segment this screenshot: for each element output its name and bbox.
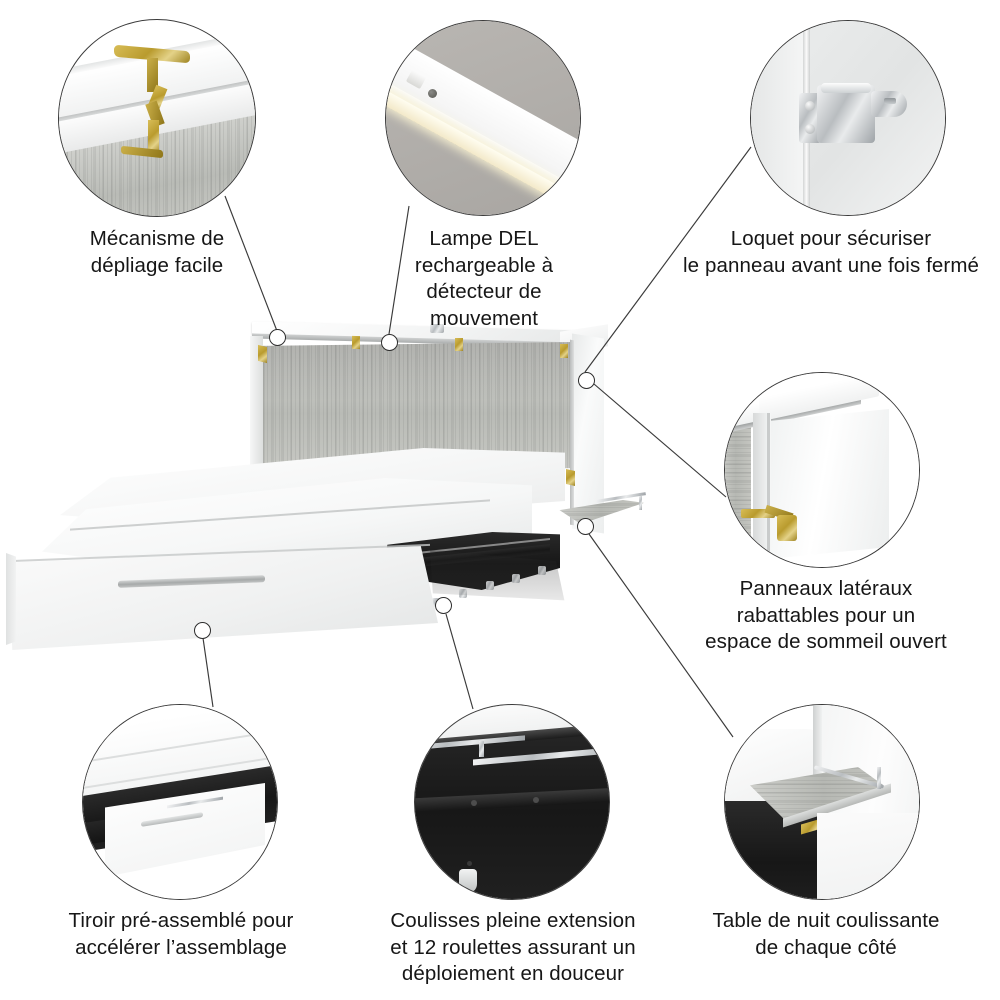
- detail-bubble-drawer[interactable]: [82, 704, 278, 900]
- panel-left-face: [751, 21, 803, 215]
- led-lamp-icon: [430, 324, 444, 333]
- marker-drawer[interactable]: [194, 622, 211, 639]
- marker-folding-mechanism[interactable]: [269, 329, 286, 346]
- scene-full-extension-slides-casters: [415, 705, 609, 899]
- caster-icon: [512, 574, 520, 583]
- caption-nightstand: Table de nuit coulissante de chaque côté: [712, 909, 940, 959]
- caster-icon: [486, 581, 494, 590]
- brass-arm-lower-icon: [148, 120, 159, 154]
- scene-preassembled-drawer: [83, 705, 277, 899]
- caption-led-lamp: Lampe DEL rechargeable à détecteur de mo…: [414, 227, 554, 330]
- scene-motion-sensor-led-lamp: [386, 21, 580, 215]
- nightstand-rail-post-icon: [877, 767, 881, 789]
- panel-gap-line: [767, 413, 770, 563]
- product-illustration-cabinet-bed: [0, 300, 1000, 700]
- marker-nightstand[interactable]: [577, 518, 594, 535]
- brass-hinge-icon: [258, 344, 267, 364]
- brass-arm-upper-icon: [147, 58, 158, 92]
- slide-bolt-icon: [533, 797, 539, 803]
- caption-drawer: Tiroir pré-assemblé pour accélérer l’ass…: [68, 909, 294, 959]
- brass-hinge-cup-icon: [777, 515, 797, 541]
- detail-bubble-led-lamp[interactable]: [385, 20, 581, 216]
- caption-side-panels: Panneaux latéraux rabattables pour un es…: [705, 577, 947, 654]
- scene-front-panel-latch: [751, 21, 945, 215]
- caster-icon: [459, 589, 467, 598]
- detail-bubble-folding-mechanism[interactable]: [58, 19, 256, 217]
- cabinet-left-wall: [250, 336, 263, 486]
- brass-hinge-icon: [560, 344, 568, 358]
- cabinet-front-lower: [817, 813, 919, 899]
- latch-screw-icon: [805, 101, 815, 111]
- marker-side-panels[interactable]: [578, 372, 595, 389]
- scene-folding-side-panel-hinge: [725, 373, 919, 567]
- caption-slides-casters: Coulisses pleine extension et 12 roulett…: [390, 909, 636, 986]
- nightstand-rail-post-icon: [639, 496, 642, 510]
- brass-hinge-icon: [352, 335, 360, 350]
- detail-bubble-latch[interactable]: [750, 20, 946, 216]
- cabinet-right-wall: [572, 333, 604, 534]
- latch-hook-arm-icon: [871, 91, 907, 117]
- detail-bubble-nightstand[interactable]: [724, 704, 920, 900]
- slide-mechanism-bar: [415, 787, 609, 813]
- slide-rail-post-icon: [479, 741, 484, 757]
- detail-bubble-side-panels[interactable]: [724, 372, 920, 568]
- scene-sliding-nightstand: [725, 705, 919, 899]
- cabinet-left-end: [6, 553, 16, 645]
- latch-body-highlight: [821, 83, 871, 93]
- caster-icon: [459, 869, 477, 893]
- caster-icon: [601, 853, 609, 879]
- caster-icon: [538, 566, 546, 575]
- motion-sensor-icon: [428, 89, 437, 98]
- caster-mount-icon: [467, 861, 472, 866]
- latch-base-plate-icon: [799, 93, 821, 143]
- latch-screw-icon: [805, 124, 815, 134]
- caption-folding-mechanism: Mécanisme de dépliage facile: [89, 227, 225, 277]
- brass-hinge-icon: [455, 338, 463, 351]
- latch-keeper-icon: [884, 98, 896, 104]
- slide-bolt-icon: [471, 800, 477, 806]
- brass-hinge-icon: [741, 509, 775, 518]
- slide-rail-icon: [473, 746, 609, 766]
- side-panel-edge: [753, 413, 771, 563]
- latch-body-icon: [817, 85, 875, 143]
- scene-easy-unfolding-mechanism: [59, 20, 255, 216]
- cabinet-body-front: [8, 546, 438, 650]
- brass-hinge-icon: [566, 469, 575, 486]
- oak-interior-edge: [725, 413, 751, 567]
- detail-bubble-slides-casters[interactable]: [414, 704, 610, 900]
- marker-slides-casters[interactable]: [435, 597, 452, 614]
- marker-led-lamp[interactable]: [381, 334, 398, 351]
- caption-latch: Loquet pour sécuriser le panneau avant u…: [683, 227, 979, 277]
- cabinet-right-wall-edge: [570, 339, 574, 526]
